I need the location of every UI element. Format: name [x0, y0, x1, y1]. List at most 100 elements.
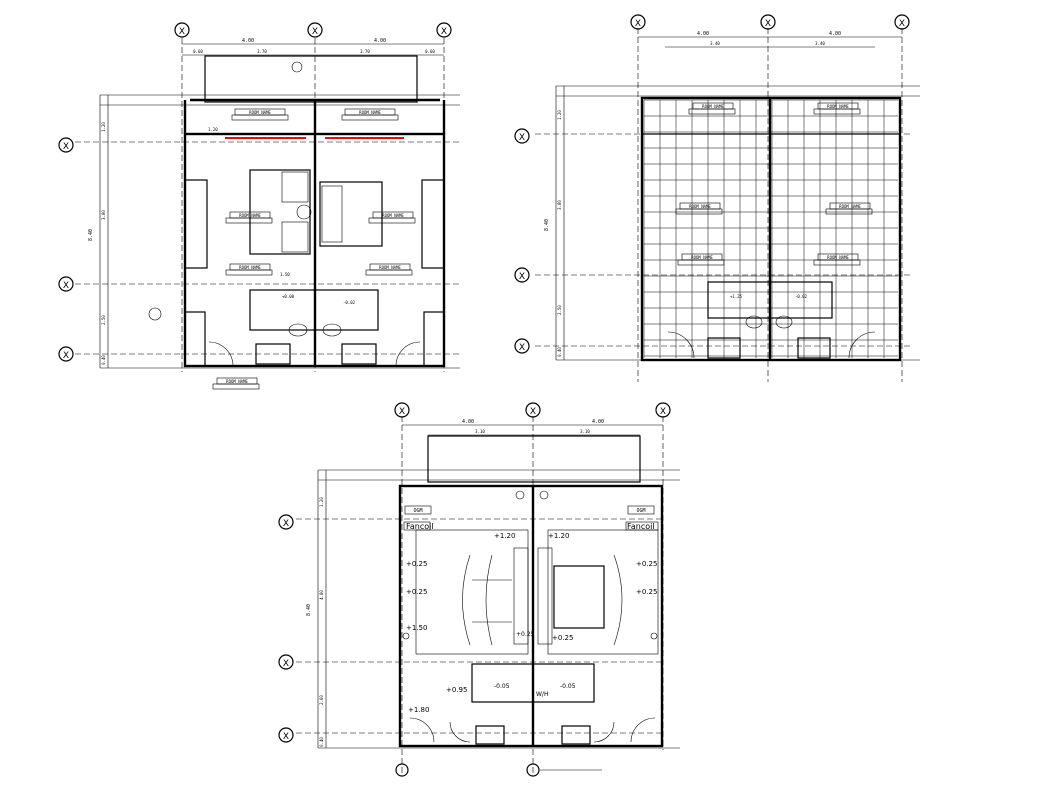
- svg-text:-0.02: -0.02: [795, 294, 808, 299]
- svg-text:X: X: [312, 27, 318, 37]
- svg-text:+0.25: +0.25: [406, 560, 427, 568]
- door-swing: [848, 331, 876, 359]
- svg-text:X: X: [530, 407, 536, 417]
- bathtub: [255, 343, 291, 365]
- door-swing: [449, 721, 471, 743]
- svg-text:+0.25: +0.25: [516, 631, 535, 638]
- svg-text:X: X: [635, 19, 641, 29]
- room-tag: ROOM_NAME: [813, 102, 861, 115]
- grid-bubble: X: [655, 402, 671, 418]
- svg-text:3.10: 3.10: [475, 429, 485, 434]
- svg-text:ROOM_NAME: ROOM_NAME: [827, 104, 849, 109]
- svg-text:X: X: [899, 19, 905, 29]
- room-tag: ROOM_NAME: [677, 253, 725, 266]
- svg-text:3.40: 3.40: [815, 41, 825, 46]
- floor-tile-grid: [643, 99, 898, 358]
- toilet: [775, 315, 793, 329]
- svg-text:+0.25: +0.25: [552, 634, 573, 642]
- svg-text:4.00: 4.00: [829, 31, 841, 37]
- svg-text:X: X: [179, 27, 185, 37]
- fancoil-unit: Fancoil: [403, 521, 434, 531]
- svg-text:3.70: 3.70: [360, 49, 370, 54]
- svg-text:X: X: [63, 281, 69, 291]
- svg-text:ROOM_NAME: ROOM_NAME: [702, 104, 724, 109]
- svg-text:8.40: 8.40: [544, 219, 550, 231]
- light-arc: [613, 554, 623, 646]
- grid-bubble: X: [58, 346, 74, 362]
- ogm-box: OGM: [404, 505, 432, 515]
- grid-bubble: X: [514, 128, 530, 144]
- svg-text:+1.50: +1.50: [406, 624, 427, 632]
- bed: [319, 181, 383, 247]
- svg-text:Fancoil: Fancoil: [627, 522, 655, 531]
- grid-bubble: X: [514, 267, 530, 283]
- svg-text:ROOM_NAME: ROOM_NAME: [382, 213, 404, 218]
- svg-text:X: X: [283, 732, 289, 742]
- svg-text:X: X: [441, 27, 447, 37]
- svg-text:ROOM_NAME: ROOM_NAME: [839, 204, 861, 209]
- door-swing: [208, 341, 234, 367]
- svg-text:+0.25: +0.25: [406, 588, 427, 596]
- svg-text:4.00: 4.00: [462, 419, 474, 425]
- room-tag: ROOM_NAME: [365, 263, 413, 276]
- svg-text:X: X: [519, 133, 525, 143]
- bed: [249, 169, 311, 255]
- light-arc: [485, 554, 493, 646]
- room-tag: ROOM_NAME: [825, 202, 873, 215]
- room-tag: ROOM_NAME: [688, 102, 736, 115]
- svg-text:+0.25: +0.25: [636, 588, 657, 596]
- svg-text:4.00: 4.00: [242, 38, 254, 44]
- bathtub: [475, 725, 505, 745]
- bathroom-vanity: [471, 663, 595, 703]
- svg-text:+1.80: +1.80: [408, 706, 429, 714]
- room-tag: ROOM_NAME: [231, 108, 289, 121]
- svg-text:3.40: 3.40: [710, 41, 720, 46]
- svg-text:+0.95: +0.95: [446, 686, 467, 694]
- ogm-box: OGM: [627, 505, 655, 515]
- grid-bubble: X: [525, 402, 541, 418]
- svg-text:0.40: 0.40: [319, 737, 324, 747]
- svg-text:ROOM_NAME: ROOM_NAME: [827, 255, 849, 260]
- grid-bubble: X: [278, 727, 294, 743]
- svg-text:OGM: OGM: [636, 508, 645, 514]
- svg-text:1.20: 1.20: [557, 110, 562, 120]
- grid-bubble: [395, 763, 409, 777]
- headboard: [513, 547, 529, 645]
- toilet: [322, 323, 342, 337]
- svg-text:-0.05: -0.05: [560, 683, 576, 690]
- room-tag: ROOM_NAME: [212, 377, 260, 390]
- svg-text:W/H: W/H: [536, 691, 548, 698]
- grid-bubble: X: [514, 338, 530, 354]
- grid-bubble: X: [394, 402, 410, 418]
- svg-text:X: X: [283, 519, 289, 529]
- room-tag: ROOM_NAME: [225, 263, 273, 276]
- grid-bubble: X: [760, 14, 776, 30]
- fancoil-unit: Fancoil: [625, 521, 659, 531]
- svg-text:2.50: 2.50: [101, 315, 106, 325]
- svg-text:ROOM_NAME: ROOM_NAME: [359, 110, 381, 115]
- svg-text:X: X: [63, 142, 69, 152]
- room-tag: ROOM_NAME: [813, 253, 861, 266]
- svg-text:ROOM_NAME: ROOM_NAME: [689, 204, 711, 209]
- door-swing: [409, 717, 435, 743]
- svg-text:+1.25: +1.25: [730, 294, 743, 299]
- toilet: [288, 323, 308, 337]
- room-tag: ROOM_NAME: [368, 211, 416, 224]
- svg-text:X: X: [660, 407, 666, 417]
- svg-text:4.00: 4.00: [592, 419, 604, 425]
- svg-text:ROOM_NAME: ROOM_NAME: [691, 255, 713, 260]
- bathtub: [797, 337, 831, 359]
- svg-text:4.80: 4.80: [319, 590, 324, 600]
- door-swing: [667, 331, 695, 359]
- toilet: [745, 315, 763, 329]
- svg-text:Fancoil: Fancoil: [406, 522, 434, 531]
- svg-text:X: X: [765, 19, 771, 29]
- svg-text:1.20: 1.20: [319, 497, 324, 507]
- svg-text:ROOM_NAME: ROOM_NAME: [226, 379, 248, 384]
- grid-bubble: X: [307, 22, 323, 38]
- bathtub: [707, 337, 741, 359]
- grid-bubble: X: [174, 22, 190, 38]
- svg-text:0.60: 0.60: [425, 49, 435, 54]
- door-swing: [395, 341, 421, 367]
